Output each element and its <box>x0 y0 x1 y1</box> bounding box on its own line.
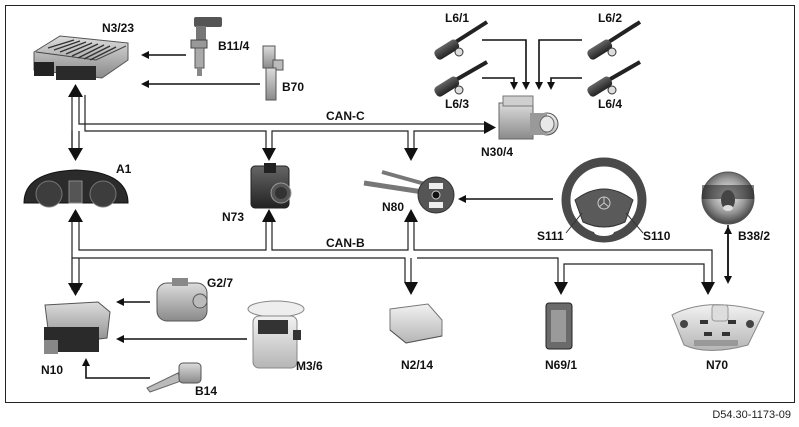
component-L6-3[interactable] <box>433 60 488 98</box>
signal-lines <box>82 39 732 379</box>
label-G2-7: G2/7 <box>207 276 233 290</box>
label-A1: A1 <box>116 162 132 176</box>
component-N80[interactable] <box>363 170 455 214</box>
component-N2-14[interactable] <box>389 303 443 344</box>
component-N69-1[interactable] <box>545 302 573 350</box>
bus-label-can-b: CAN-B <box>326 236 365 250</box>
bus-arrowheads <box>68 84 715 296</box>
l6-2-to-n30-4 <box>535 39 582 90</box>
label-N3-23: N3/23 <box>102 21 134 35</box>
arrow-to-N69-1 <box>554 282 568 295</box>
component-N10[interactable] <box>44 301 111 354</box>
arrow-to-N30-4 <box>484 121 496 134</box>
label-B14: B14 <box>195 384 217 398</box>
component-A1[interactable] <box>23 169 129 208</box>
can-c-left-trunk <box>71 95 80 148</box>
arrow-to-N70 <box>701 282 715 295</box>
b14-to-n10 <box>82 358 150 379</box>
arrow-from-A1-bottom <box>68 209 83 222</box>
label-N10: N10 <box>41 363 63 377</box>
arrow-from-N73-bottom <box>262 209 276 222</box>
l6-4-to-n30-4 <box>547 77 582 90</box>
leader-S111 <box>565 212 583 234</box>
arrow-to-N3-23 <box>68 84 83 97</box>
component-B14[interactable] <box>146 362 202 393</box>
arrow-from-N80-bottom <box>404 209 418 222</box>
label-N2-14: N2/14 <box>401 358 433 372</box>
label-B38-2: B38/2 <box>738 229 770 243</box>
label-L6-2: L6/2 <box>598 11 622 25</box>
leader-S110 <box>625 212 644 234</box>
component-N30-4[interactable] <box>498 95 559 140</box>
component-B11-4[interactable] <box>190 17 222 76</box>
component-steering-wheel[interactable] <box>561 157 647 243</box>
label-M3-6: M3/6 <box>296 359 323 373</box>
component-L6-2[interactable] <box>586 20 642 61</box>
can-c-bus <box>71 95 484 148</box>
label-B70: B70 <box>282 80 304 94</box>
arrow-to-N73-top <box>262 148 276 161</box>
arrow-to-N80-top <box>404 148 418 161</box>
component-N70[interactable] <box>671 304 765 351</box>
component-B38-2[interactable] <box>701 171 755 225</box>
label-N73: N73 <box>222 210 244 224</box>
component-N3-23[interactable] <box>33 35 129 80</box>
component-L6-1[interactable] <box>433 20 489 61</box>
label-N80: N80 <box>382 200 404 214</box>
label-N69-1: N69/1 <box>545 358 577 372</box>
component-B70[interactable] <box>262 45 284 101</box>
label-B11-4: B11/4 <box>218 39 250 53</box>
component-L6-4[interactable] <box>586 60 641 98</box>
l6-3-to-n30-4 <box>482 77 518 90</box>
bus-label-can-c: CAN-C <box>326 109 365 123</box>
component-G2-7[interactable] <box>156 278 208 322</box>
component-M3-6[interactable] <box>247 300 305 369</box>
figure-reference: D54.30-1173-09 <box>712 409 791 421</box>
l6-1-to-n30-4 <box>482 39 530 90</box>
label-N70: N70 <box>706 358 728 372</box>
component-N73[interactable] <box>250 163 292 209</box>
diagram-frame <box>5 5 795 403</box>
arrow-to-N10 <box>68 283 83 296</box>
can-b-bus <box>71 222 713 290</box>
arrow-to-A1-top <box>68 148 83 161</box>
label-S111: S111 <box>537 229 564 243</box>
arrow-to-N2-14 <box>404 282 418 295</box>
label-L6-4: L6/4 <box>598 97 622 111</box>
label-L6-1: L6/1 <box>445 11 469 25</box>
label-S110: S110 <box>643 229 671 243</box>
label-L6-3: L6/3 <box>445 97 469 111</box>
label-N30-4: N30/4 <box>481 145 513 159</box>
